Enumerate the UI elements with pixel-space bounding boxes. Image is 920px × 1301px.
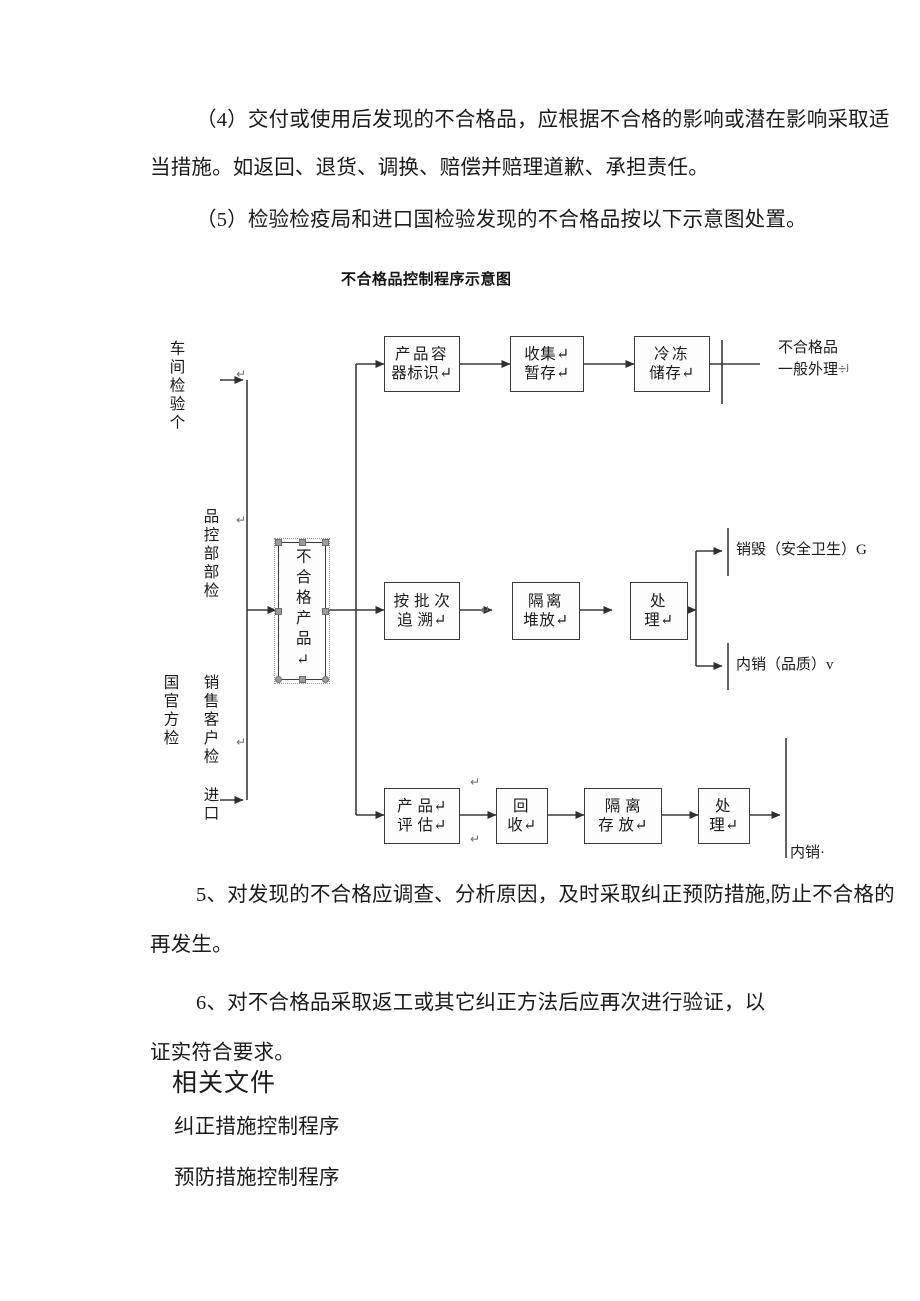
lane-label-qc: 品控部部检 (201, 508, 219, 601)
box-recycle-line-1: 回 (512, 797, 531, 815)
return-mark-lane-qc: ↵ (236, 513, 247, 527)
box-isolate-store-line-1: 隔 离 (604, 797, 642, 815)
paragraph-6-item-line-1: 6、对不合格品采取返工或其它纠正方法后应再次进行验证，以 (196, 992, 766, 1014)
resize-handle-se[interactable] (322, 676, 329, 683)
related-files-heading: 相关文件 (172, 1070, 277, 1097)
box-frozen-storage-line-1: 冷冻 (653, 345, 690, 363)
flowchart-diagram[interactable]: 车间检验个 品控部部检 销售客户检 进口 国官方检 不合格产品↵ 产品容 器标识… (150, 318, 920, 878)
box-isolate-store[interactable]: 隔 离 存 放↵ (584, 788, 662, 844)
paragraph-5-item-line-1: 5、对发现的不合格应调查、分析原因，及时采取纠正预防措施,防止不合格的 (196, 884, 895, 906)
resize-handle-ne[interactable] (322, 539, 329, 546)
resize-handle-e[interactable] (322, 607, 329, 615)
resize-handle-w[interactable] (275, 607, 282, 615)
box-collect-temp-storage-line-2: 暂存↵ (524, 365, 570, 382)
box-recycle[interactable]: 回 收↵ (496, 788, 548, 844)
paragraph-4-line-2: 当措施。如返回、退货、调换、赔偿并赔理道歉、承担责任。 (150, 157, 709, 179)
return-mark-bottom-upper: ↵ (470, 775, 481, 789)
lane-label-workshop: 车间检验个 (167, 340, 185, 433)
label-domestic-sale: 内销· (790, 845, 825, 861)
related-file-item-2: 预防措施控制程序 (174, 1167, 340, 1189)
return-mark-lane-workshop: ↵ (236, 367, 247, 381)
box-product-container-mark-line-2: 器标识↵ (391, 365, 453, 382)
resize-handle-n[interactable] (298, 539, 306, 546)
box-disposal-bottom-line-1: 处 (714, 797, 733, 815)
node-nonconforming-product[interactable]: 不合格产品↵ (274, 538, 330, 684)
resize-handle-sw[interactable] (275, 676, 282, 683)
paragraph-6-item-line-2: 证实符合要求。 (150, 1042, 295, 1064)
box-isolate-store-line-2: 存 放↵ (598, 817, 648, 834)
resize-handle-s[interactable] (298, 676, 306, 683)
box-disposal-bottom-line-2: 理↵ (709, 817, 739, 834)
paragraph-4-line-1: （4）交付或使用后发现的不合格品，应根据不合格的影响或潜在影响采取适 (196, 109, 890, 131)
return-mark-lane-sales: ↵ (236, 735, 247, 749)
label-destroy-safety: 销毁（安全卫生）G (736, 542, 867, 558)
label-nonconforming-general-line-2: 一般外理÷ʲ (778, 361, 849, 378)
box-frozen-storage[interactable]: 冷冻 储存↵ (634, 336, 710, 392)
node-nonconforming-product-label: 不合格产品↵ (293, 548, 311, 674)
paragraph-5-item-line-2: 再发生。 (150, 934, 233, 956)
box-isolate-stack-line-1: 隔离 (527, 592, 564, 610)
box-isolate-stack[interactable]: 隔离 堆放↵ (512, 582, 580, 640)
box-product-evaluation-line-2: 评 估↵ (397, 817, 447, 834)
lane-label-official: 国官方检 (161, 674, 179, 748)
box-product-evaluation-line-1: 产 品↵ (397, 797, 447, 815)
box-disposal-middle-line-1: 处 (649, 592, 668, 610)
paragraph-5: （5）检验检疫局和进口国检验发现的不合格品按以下示意图处置。 (196, 209, 807, 231)
label-nonconforming-general: 不合格品 一般外理÷ʲ (778, 338, 849, 382)
resize-handle-nw[interactable] (275, 539, 282, 546)
box-trace-by-batch[interactable]: 按 批 次 追 溯↵ (384, 582, 460, 640)
box-product-container-mark-line-1: 产品容 (394, 345, 449, 363)
box-trace-by-batch-line-1: 按 批 次 (393, 592, 451, 610)
lane-label-sales: 销售客户检 进口 (201, 674, 219, 824)
box-product-evaluation[interactable]: 产 品↵ 评 估↵ (384, 788, 460, 844)
box-collect-temp-storage[interactable]: 收集↵ 暂存↵ (510, 336, 584, 392)
label-nonconforming-general-line-1: 不合格品 (778, 340, 839, 356)
label-domestic-quality: 内销（品质）v (736, 657, 834, 673)
box-disposal-middle[interactable]: 处 理↵ (630, 582, 688, 640)
diagram-title: 不合格品控制程序示意图 (341, 270, 512, 288)
return-mark-bottom-lower: ↵ (470, 832, 481, 846)
box-disposal-bottom[interactable]: 处 理↵ (698, 788, 750, 844)
box-recycle-line-2: 收↵ (507, 817, 537, 834)
box-frozen-storage-line-2: 储存↵ (649, 365, 695, 382)
flowchart-connectors (220, 340, 787, 858)
related-file-item-1: 纠正措施控制程序 (174, 1116, 340, 1138)
box-trace-by-batch-line-2: 追 溯↵ (397, 612, 447, 629)
box-product-container-mark[interactable]: 产品容 器标识↵ (384, 336, 460, 392)
return-mark-mid-connector: ↵ (480, 603, 491, 617)
box-disposal-middle-line-2: 理↵ (644, 612, 674, 629)
box-isolate-stack-line-2: 堆放↵ (523, 612, 569, 629)
box-collect-temp-storage-line-1: 收集↵ (524, 345, 570, 363)
